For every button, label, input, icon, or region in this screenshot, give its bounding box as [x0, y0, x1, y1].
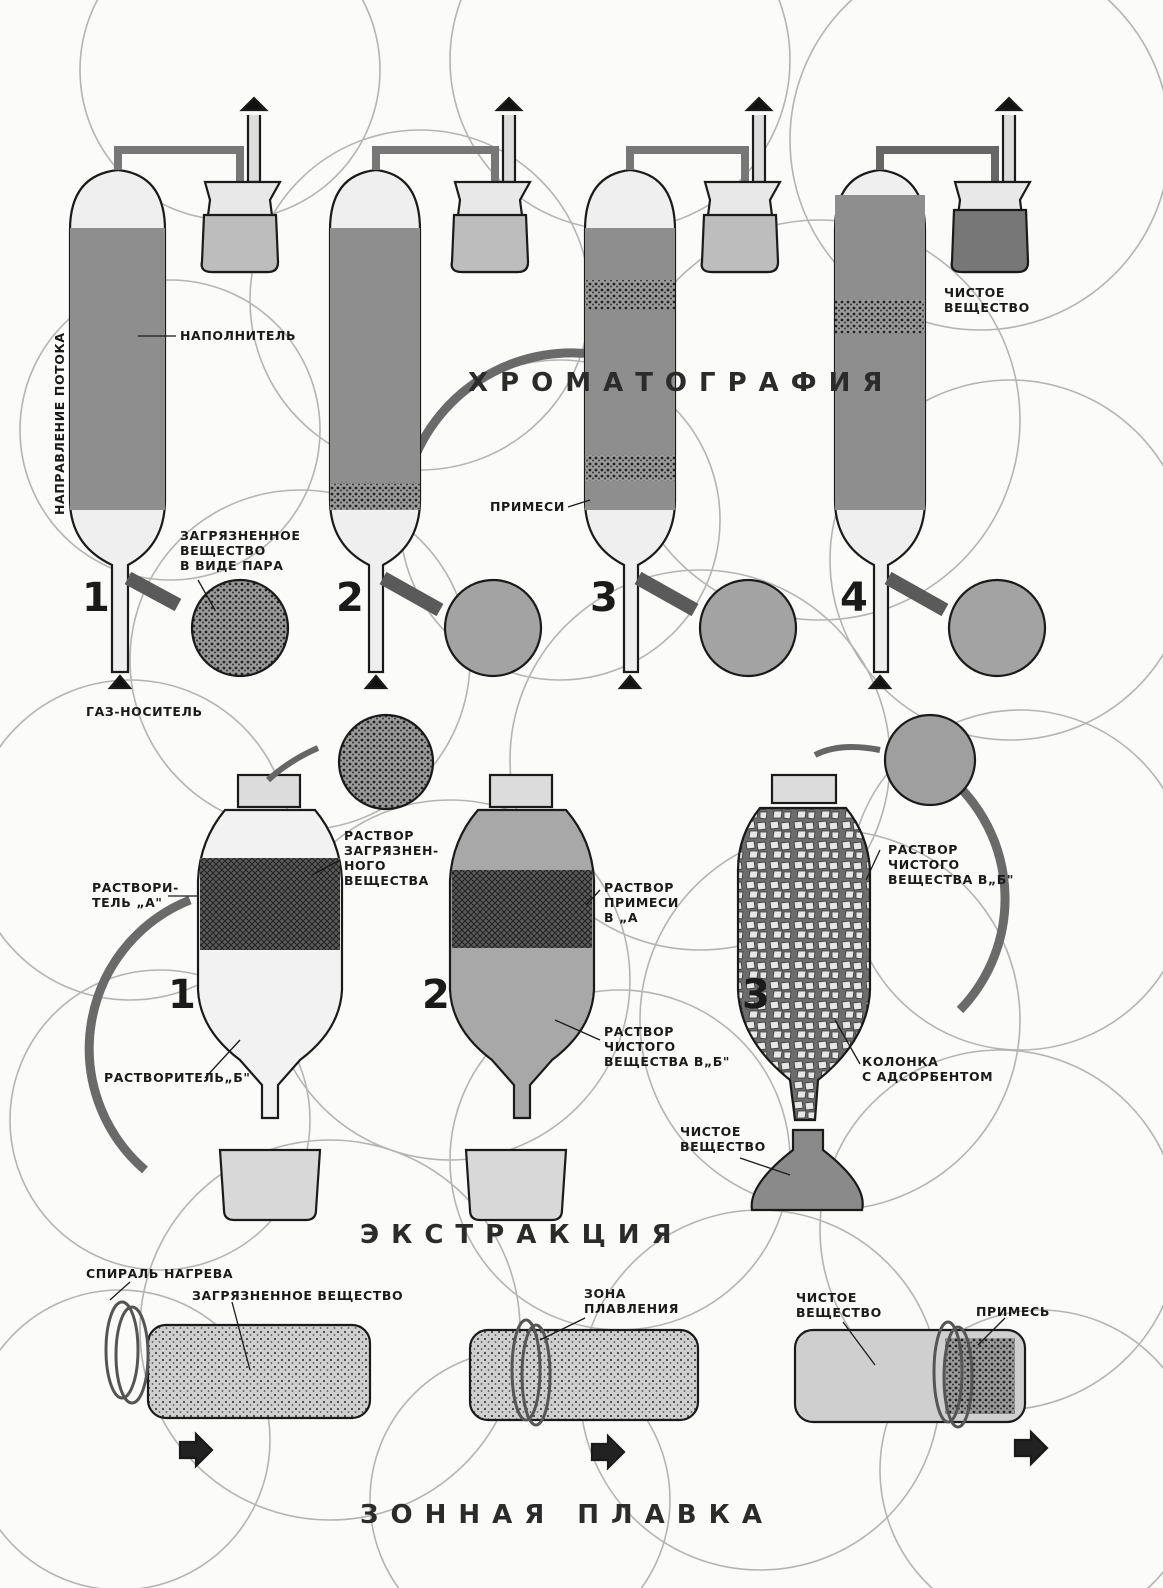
label-solvent-b: РАСТВОРИТЕЛЬ„Б" [104, 1070, 251, 1085]
zone-melting-ingots [104, 1300, 1049, 1471]
label-pure-solution-b: РАСТВОР ЧИСТОГО ВЕЩЕСТВА В„Б" [604, 1024, 731, 1069]
label-carrier-gas: ГАЗ-НОСИТЕЛЬ [86, 704, 203, 719]
label-contaminated: ЗАГРЯЗНЕННОЕ ВЕЩЕСТВО [192, 1288, 404, 1303]
title-extraction: ЭКСТРАКЦИЯ [360, 1220, 684, 1250]
step-number: 2 [422, 972, 450, 1018]
label-pure-substance-extraction: ЧИСТОЕ ВЕЩЕСТВО [680, 1124, 766, 1154]
step-number: 2 [336, 575, 364, 621]
step-number: 3 [590, 575, 618, 621]
chromatography-columns [68, 96, 1047, 690]
label-flow-direction: НАПРАВЛЕНИЕ ПОТОКА [52, 332, 67, 515]
label-pure-substance-zone: ЧИСТОЕ ВЕЩЕСТВО [796, 1290, 882, 1320]
label-solvent-a: РАСТВОРИ- ТЕЛЬ „А" [92, 880, 179, 910]
label-melting-zone: ЗОНА ПЛАВЛЕНИЯ [584, 1286, 679, 1316]
label-pure-substance: ЧИСТОЕ ВЕЩЕСТВО [944, 285, 1030, 315]
label-column: КОЛОНКА С АДСОРБЕНТОМ [862, 1054, 994, 1084]
title-chromatography: ХРОМАТОГРАФИЯ [468, 368, 895, 398]
step-number: 1 [168, 972, 196, 1018]
label-impurities: ПРИМЕСИ [490, 499, 565, 514]
label-heating-coil: СПИРАЛЬ НАГРЕВА [86, 1266, 234, 1281]
label-contaminated-solution: РАСТВОР ЗАГРЯЗНЕН- НОГО ВЕЩЕСТВА [344, 828, 439, 888]
label-vapor: ЗАГРЯЗНЕННОЕ ВЕЩЕСТВО В ВИДЕ ПАРА [180, 528, 301, 573]
label-impurity-solution: РАСТВОР ПРИМЕСИ В „А [604, 880, 679, 925]
step-number: 1 [82, 575, 110, 621]
leader-lines [109, 335, 1006, 1371]
step-number: 4 [840, 575, 868, 621]
step-number: 3 [742, 972, 770, 1018]
label-impurity: ПРИМЕСЬ [976, 1304, 1050, 1319]
extraction-vessels [196, 713, 977, 1222]
label-pure-solution-top: РАСТВОР ЧИСТОГО ВЕЩЕСТВА В„Б" [888, 842, 1015, 887]
title-zone-melting: ЗОННАЯ ПЛАВКА [360, 1500, 774, 1530]
label-filler: НАПОЛНИТЕЛЬ [180, 328, 297, 343]
